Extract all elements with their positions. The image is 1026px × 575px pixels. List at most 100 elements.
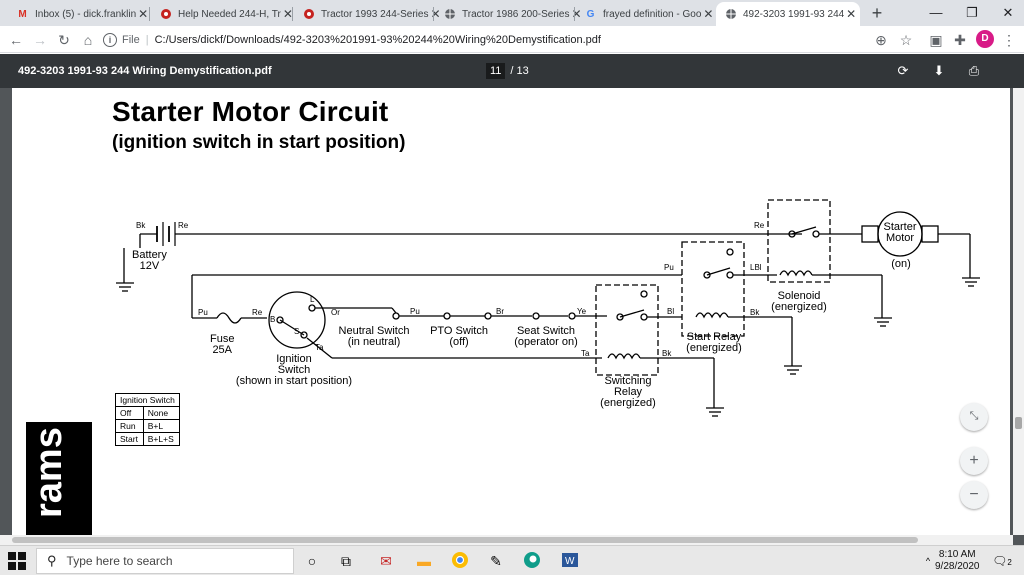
tab-title: Inbox (5) - dick.franklin bbox=[35, 8, 137, 20]
page-total: / 13 bbox=[510, 65, 529, 77]
terminal-s: S bbox=[294, 327, 300, 336]
wire-label-pu-neutral: Pu bbox=[410, 307, 420, 316]
google-icon: G bbox=[586, 8, 595, 20]
pdf-viewer[interactable]: Starter Motor Circuit (ignition switch i… bbox=[0, 88, 1024, 545]
tab-tractor-1986[interactable]: Tractor 1986 200-Series ✕ bbox=[435, 2, 582, 26]
solenoid-label: Solenoid (energized) bbox=[771, 290, 827, 313]
wire-label-lbl: LBl bbox=[750, 263, 762, 272]
tab-inbox[interactable]: M Inbox (5) - dick.franklin ✕ bbox=[8, 2, 148, 26]
cortana-icon[interactable]: ○ bbox=[307, 553, 317, 569]
svg-text:W: W bbox=[565, 556, 575, 567]
search-icon: ⚲ bbox=[47, 553, 57, 568]
close-icon[interactable]: ✕ bbox=[703, 7, 714, 21]
zoom-out-button[interactable]: − bbox=[960, 481, 988, 509]
file-explorer-icon[interactable]: ▬ bbox=[417, 553, 431, 569]
wire-label-bk-start: Bk bbox=[750, 308, 760, 317]
back-arrow-icon[interactable]: ← bbox=[9, 32, 23, 48]
mail-icon[interactable]: ✉ bbox=[380, 553, 392, 569]
url-scheme: File bbox=[122, 33, 140, 46]
task-view-icon[interactable]: ⧉ bbox=[341, 553, 351, 569]
pto-switch-label: PTO Switch (off) bbox=[430, 325, 488, 348]
fit-page-icon[interactable]: ⤡ bbox=[960, 403, 988, 431]
tab-pdf-active[interactable]: 492-3203 1991-93 244 ✕ bbox=[716, 2, 860, 26]
switching-relay-label: Switching Relay (energized) bbox=[600, 375, 656, 409]
avatar[interactable]: D bbox=[976, 30, 994, 48]
menu-kebab-icon[interactable]: ⋮ bbox=[1002, 32, 1016, 48]
browser-toolbar: ← → ↻ ⌂ i File | C:/Users/dickf/Download… bbox=[0, 26, 1024, 53]
starter-motor-label: Starter Motor bbox=[883, 221, 917, 244]
neutral-switch-label: Neutral Switch (in neutral) bbox=[338, 325, 410, 348]
url-text[interactable]: C:/Users/dickf/Downloads/492-3203%201991… bbox=[154, 33, 601, 46]
chevron-up-icon[interactable]: ^ bbox=[925, 556, 931, 566]
tab-help-needed[interactable]: Help Needed 244-H, Tr ✕ bbox=[151, 2, 293, 26]
horizontal-scrollbar[interactable] bbox=[0, 535, 1013, 545]
battery-label: Battery 12V bbox=[132, 249, 167, 272]
reload-icon[interactable]: ↻ bbox=[58, 32, 70, 48]
info-icon[interactable]: i bbox=[103, 32, 117, 47]
new-tab-button[interactable]: + bbox=[871, 3, 883, 23]
download-icon[interactable]: ⬇ bbox=[933, 63, 945, 78]
word-icon[interactable]: W bbox=[560, 551, 580, 571]
close-icon[interactable]: ✕ bbox=[571, 7, 582, 21]
seat-switch-label: Seat Switch (operator on) bbox=[514, 325, 578, 348]
tab-tractor-1993[interactable]: Tractor 1993 244-Series ✕ bbox=[294, 2, 441, 26]
scroll-thumb[interactable] bbox=[12, 537, 918, 543]
rotate-icon[interactable]: ⟳ bbox=[897, 63, 909, 78]
tab-title: frayed definition - Goo bbox=[603, 8, 702, 20]
windows-start-icon[interactable] bbox=[8, 552, 26, 570]
address-bar[interactable]: i File | C:/Users/dickf/Downloads/492-32… bbox=[103, 29, 865, 50]
wire-label-pu-relay: Pu bbox=[664, 263, 674, 272]
wire-label-or: Or bbox=[331, 308, 340, 317]
forum-icon bbox=[159, 8, 172, 21]
puzzle-extensions-icon[interactable]: ✚ bbox=[954, 32, 966, 48]
taskbar-search-input[interactable]: ⚲ Type here to search bbox=[36, 548, 294, 574]
tab-frayed-definition[interactable]: G frayed definition - Goo ✕ bbox=[576, 2, 714, 26]
page-indicator: 11 / 13 bbox=[486, 63, 529, 79]
close-icon[interactable]: ✕ bbox=[846, 7, 857, 21]
close-icon[interactable]: ✕ bbox=[282, 7, 293, 21]
fuse-label: Fuse 25A bbox=[210, 333, 235, 356]
wire-label-re: Re bbox=[178, 221, 189, 230]
tab-strip: M Inbox (5) - dick.franklin ✕ Help Neede… bbox=[0, 0, 1024, 26]
page-number-input[interactable]: 11 bbox=[486, 63, 506, 79]
starter-motor-state: (on) bbox=[891, 258, 911, 270]
home-icon[interactable]: ⌂ bbox=[83, 32, 93, 48]
close-window-button[interactable]: ✕ bbox=[1002, 5, 1014, 20]
forum-icon bbox=[302, 8, 315, 21]
print-icon[interactable]: ⎙ bbox=[968, 63, 980, 78]
wire-label-ta-ign: Ta bbox=[315, 343, 324, 352]
wire-label-bk-switching: Bk bbox=[662, 349, 672, 358]
gmail-icon: M bbox=[18, 8, 27, 20]
restore-button[interactable]: ❐ bbox=[966, 5, 978, 20]
scroll-thumb[interactable] bbox=[1015, 417, 1022, 429]
side-tab-label: rams bbox=[26, 422, 92, 535]
wire-label-pu-fuse: Pu bbox=[198, 308, 208, 317]
wiring-diagram bbox=[116, 199, 980, 417]
chrome-icon[interactable] bbox=[450, 551, 470, 571]
zoom-in-button[interactable]: + bbox=[960, 447, 988, 475]
close-icon[interactable]: ✕ bbox=[430, 7, 441, 21]
table-header: Ignition Switch bbox=[115, 393, 180, 407]
wire-label-bk: Bk bbox=[136, 221, 146, 230]
vertical-scrollbar[interactable] bbox=[1013, 88, 1024, 535]
clock[interactable]: 8:10 AM 9/28/2020 bbox=[935, 549, 980, 572]
zoom-icon[interactable]: ⊕ bbox=[875, 32, 887, 48]
wire-label-re-fuse: Re bbox=[252, 308, 263, 317]
tab-title: Help Needed 244-H, Tr bbox=[178, 8, 281, 20]
terminal-l: L bbox=[310, 295, 315, 304]
paint-icon[interactable]: ✎ bbox=[490, 553, 502, 569]
notification-icon[interactable]: 🗨2 bbox=[992, 554, 1012, 568]
minimize-button[interactable]: — bbox=[929, 5, 943, 20]
start-relay-label: Start Relay (energized) bbox=[686, 331, 742, 354]
forward-arrow-icon[interactable]: → bbox=[33, 32, 47, 48]
edge-icon[interactable] bbox=[522, 551, 542, 571]
globe-icon bbox=[443, 8, 456, 21]
close-icon[interactable]: ✕ bbox=[138, 7, 149, 21]
star-bookmark-icon[interactable]: ☆ bbox=[899, 32, 913, 48]
extension-icon[interactable]: ▣ bbox=[929, 32, 943, 48]
wire-label-bl: Bl bbox=[667, 307, 675, 316]
